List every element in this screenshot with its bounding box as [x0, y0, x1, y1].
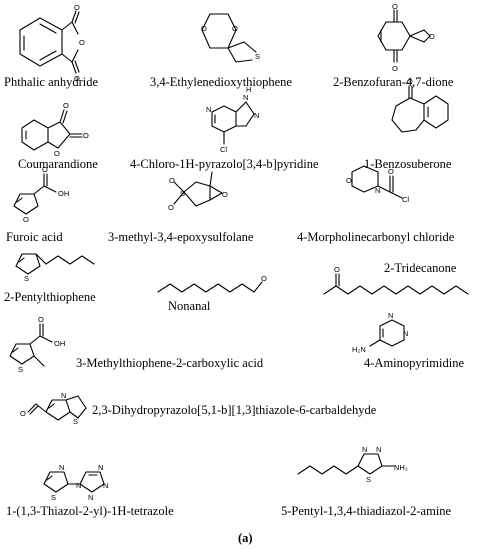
compound-label: 4-Morpholinecarbonyl chloride [297, 230, 455, 244]
atom-oh: OH [54, 339, 65, 348]
compound-label: Phthalic anhydride [4, 75, 99, 89]
atom-h: H [246, 85, 251, 94]
atom-o: O [23, 215, 29, 224]
atom-o: O [169, 176, 175, 185]
atom-s: S [180, 189, 185, 198]
structure-edot: O O S [201, 13, 260, 63]
atom-h2n: H₂N [352, 345, 366, 354]
structure-benzofurandione: O O O [377, 2, 435, 73]
atom-o: O [201, 24, 207, 33]
atom-n: N [403, 329, 408, 338]
compound-label: 2-Benzofuran-4,7-dione [333, 75, 454, 89]
compound-label: Nonanal [168, 299, 211, 313]
atom-o: O [38, 315, 44, 324]
atom-o: O [232, 24, 238, 33]
atom-s: S [18, 365, 23, 374]
structure-methylthiophene-acid: S O OH [9, 315, 65, 374]
compound-label: Furoic acid [6, 230, 63, 244]
atom-n: N [375, 186, 380, 195]
atom-cl: Cl [402, 195, 409, 204]
atom-o: O [20, 409, 26, 418]
structure-pentylthiophene: S [15, 253, 95, 283]
atom-o: O [168, 203, 174, 212]
structure-pentylthiadiazolamine: N N S NH₂ [297, 445, 408, 484]
atom-oh: OH [58, 189, 69, 198]
atom-nh2: NH₂ [394, 463, 408, 472]
atom-o: O [74, 3, 80, 12]
structure-dihydropyrazolothiazole: O N S [20, 391, 87, 426]
atom-o: O [346, 176, 352, 185]
atom-o: O [54, 149, 60, 158]
atom-n: N [388, 311, 393, 320]
atom-o: O [42, 165, 48, 174]
compound-label: 4-Aminopyrimidine [364, 356, 464, 370]
atom-o: O [407, 77, 413, 86]
structure-epoxysulfolane: O O S O [168, 171, 228, 212]
atom-o: O [429, 32, 435, 41]
atom-o: O [392, 2, 398, 11]
structure-thiazolyltetrazole: S N N N N N [43, 463, 108, 502]
atom-n: N [88, 493, 93, 502]
atom-o: O [83, 131, 89, 140]
atom-cl: Cl [220, 145, 227, 154]
structure-benzosuberone: O [391, 77, 449, 133]
atom-o: O [74, 74, 80, 83]
structure-aminopyrimidine: N N H₂N [352, 311, 408, 354]
atom-o: O [388, 167, 394, 176]
structure-nonanal: O [157, 274, 267, 293]
atom-n: N [76, 481, 81, 490]
compound-label: Coumarandione [18, 157, 98, 171]
atom-s: S [366, 475, 371, 484]
atom-n: N [98, 463, 103, 472]
atom-n: N [254, 111, 259, 120]
atom-n: N [362, 445, 367, 454]
atom-o: O [63, 101, 69, 110]
structure-morpholinecarbonyl: O N O Cl [346, 165, 409, 204]
atom-s: S [24, 274, 29, 283]
atom-n: N [103, 481, 108, 490]
atom-o: O [334, 265, 340, 274]
compound-label: 3,4-Ethylenedioxythiophene [150, 75, 292, 89]
compound-label: 2,3-Dihydropyrazolo[5,1-b][1,3]thiazole-… [92, 403, 377, 417]
atom-n: N [243, 93, 248, 102]
compound-label: 2-Pentylthiophene [4, 290, 96, 304]
structure-chloropyrazolopyridine: N N H N Cl [206, 85, 259, 154]
structure-tridecanone: O [323, 265, 469, 295]
atom-s: S [255, 52, 260, 61]
atom-o: O [222, 190, 228, 199]
structure-furoic-acid: O O OH [13, 165, 69, 224]
compound-label: 1-(1,3-Thiazol-2-yl)-1H-tetrazole [6, 504, 174, 518]
compound-label: 3-methyl-3,4-epoxysulfolane [108, 230, 254, 244]
atom-s: S [73, 417, 78, 426]
compound-label: 2-Tridecanone [384, 261, 457, 275]
atom-o: O [392, 64, 398, 73]
atom-n: N [376, 445, 381, 454]
compound-label: 1-Benzosuberone [364, 157, 452, 171]
structure-phthalic-anhydride: O O O [19, 3, 85, 83]
compound-label: 5-Pentyl-1,3,4-thiadiazol-2-amine [281, 504, 452, 518]
atom-s: S [51, 493, 56, 502]
atom-n: N [59, 463, 64, 472]
compound-label: 3-Methylthiophene-2-carboxylic acid [76, 356, 264, 370]
structure-coumarandione: O O O [21, 101, 89, 158]
atom-o: O [261, 274, 267, 283]
atom-o: O [79, 38, 85, 47]
compound-label: 4-Chloro-1H-pyrazolo[3,4-b]pyridine [130, 157, 319, 171]
figure-caption: (a) [238, 531, 253, 545]
atom-n: N [206, 105, 211, 114]
atom-n: N [61, 391, 66, 400]
